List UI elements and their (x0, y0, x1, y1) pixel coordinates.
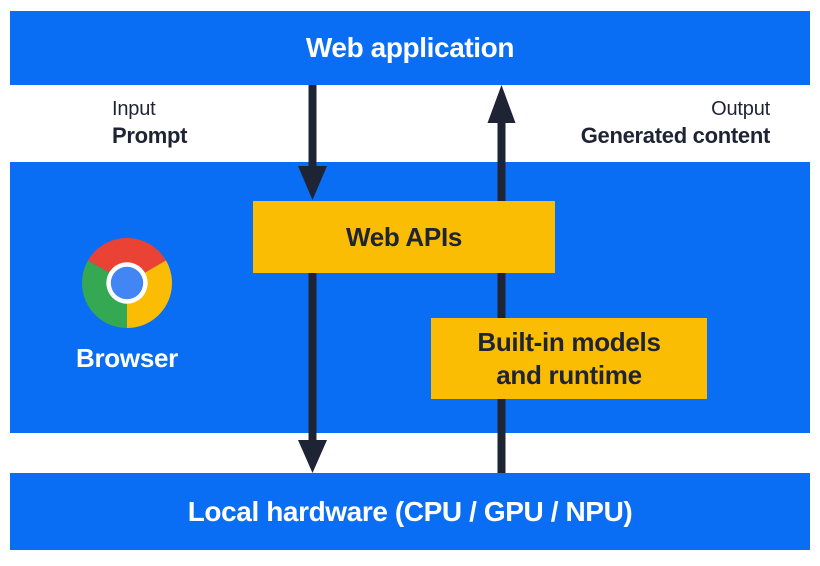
builtin-models-box: Built-in models and runtime (431, 318, 707, 399)
local-hardware-bar: Local hardware (CPU / GPU / NPU) (10, 473, 810, 550)
output-label-block: Output Generated content (580, 96, 771, 150)
input-label-block: Input Prompt (112, 96, 188, 150)
input-value: Prompt (112, 123, 188, 148)
web-application-bar: Web application (10, 11, 810, 85)
output-value: Generated content (580, 123, 771, 148)
chrome-browser-icon (82, 238, 172, 328)
builtin-models-line2: and runtime (496, 359, 642, 390)
browser-label: Browser (76, 343, 178, 373)
local-hardware-label: Local hardware (CPU / GPU / NPU) (187, 495, 633, 527)
builtin-models-line1: Built-in models (477, 327, 661, 357)
web-apis-label: Web APIs (345, 221, 463, 252)
output-title: Output (711, 98, 770, 120)
input-title: Input (112, 98, 156, 120)
web-apis-box: Web APIs (253, 201, 555, 273)
web-application-label: Web application (305, 32, 515, 63)
